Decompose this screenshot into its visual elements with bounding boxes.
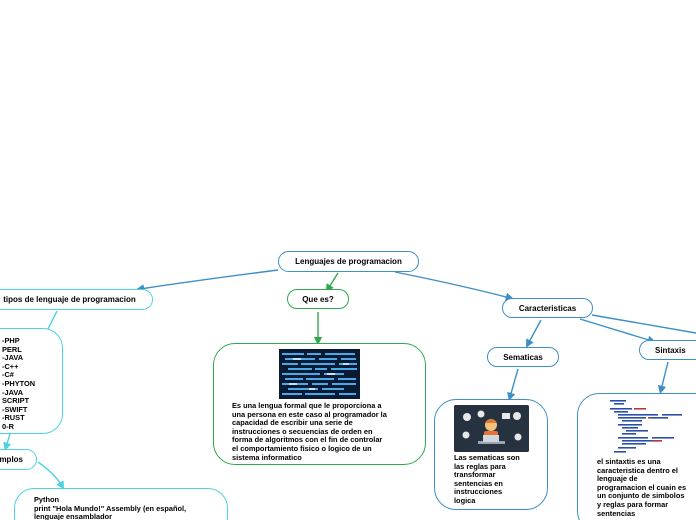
link-root-tipos <box>135 269 279 293</box>
language-list-item: -C# <box>2 370 14 380</box>
que-es-topic-label: Que es? <box>302 294 334 304</box>
sematicas-text: Las sematicas son las reglas para transf… <box>454 453 520 505</box>
developer-graphic <box>454 405 529 452</box>
que-es-card[interactable]: Es una lengua formal que le proporciona … <box>213 343 426 465</box>
root-topic-label: Lenguajes de programacion <box>295 257 402 266</box>
sintaxis-text: el sintaxtis es una caracteristica dentr… <box>597 457 687 518</box>
developer-illustration <box>454 405 529 452</box>
link-caract-sematicas <box>525 319 542 348</box>
link-caract-offscreen <box>591 314 696 334</box>
code-snippet-image <box>608 398 688 456</box>
link-caract-sintaxis <box>579 318 657 344</box>
ejemplos-topic-label: mplos <box>0 455 23 464</box>
code-snippet-graphic <box>610 400 682 453</box>
link-sematicas-card <box>507 368 519 402</box>
language-list-item: PERL <box>2 344 22 354</box>
ejemplos-text: Python print "Hola Mundo!" Assembly (en … <box>34 495 187 520</box>
caracteristicas-topic-label: Caracteristicas <box>518 303 577 313</box>
que-es-text: Es una lengua formal que le proporciona … <box>232 401 387 462</box>
sematicas-topic[interactable]: Sematicas <box>487 347 559 367</box>
language-list-item: -C++ <box>2 361 19 371</box>
ejemplos-topic[interactable]: mplos <box>0 449 37 470</box>
language-list-item: -JAVA <box>2 387 24 397</box>
tipos-topic[interactable]: tipos de lenguaje de programacion <box>0 289 153 310</box>
sematicas-card[interactable]: Las sematicas son las reglas para transf… <box>434 399 548 510</box>
language-list-item: -RUST <box>2 413 25 423</box>
tipos-topic-label: tipos de lenguaje de programacion <box>3 295 136 304</box>
link-ejemplos-card <box>37 461 65 490</box>
language-list-item: 0-R <box>2 421 14 431</box>
code-screen-graphic <box>279 349 360 399</box>
sintaxis-topic-label: Sintaxis <box>655 345 686 355</box>
language-list-item: SCRIPT <box>2 396 30 406</box>
ejemplos-card[interactable]: Python print "Hola Mundo!" Assembly (en … <box>14 488 228 520</box>
language-list-item: -PHYTON <box>2 378 36 388</box>
link-list-ejemplos <box>3 433 12 452</box>
que-es-topic[interactable]: Que es? <box>287 289 349 309</box>
language-list-item: -PHP <box>2 336 20 345</box>
sintaxis-card[interactable]: el sintaxtis es una caracteristica dentr… <box>577 393 696 520</box>
link-root-quees <box>325 272 339 293</box>
code-screen-image <box>279 349 360 399</box>
sintaxis-topic[interactable]: Sintaxis <box>639 340 696 360</box>
language-list-item: -JAVA <box>2 353 24 363</box>
language-list-item: -SWIFT <box>2 404 28 414</box>
link-root-caract <box>394 271 515 302</box>
link-sintaxis-card <box>657 361 669 395</box>
sematicas-topic-label: Sematicas <box>503 352 543 362</box>
link-tipos-list <box>47 310 58 330</box>
caracteristicas-topic[interactable]: Caracteristicas <box>502 298 593 318</box>
root-topic[interactable]: Lenguajes de programacion <box>278 251 419 272</box>
